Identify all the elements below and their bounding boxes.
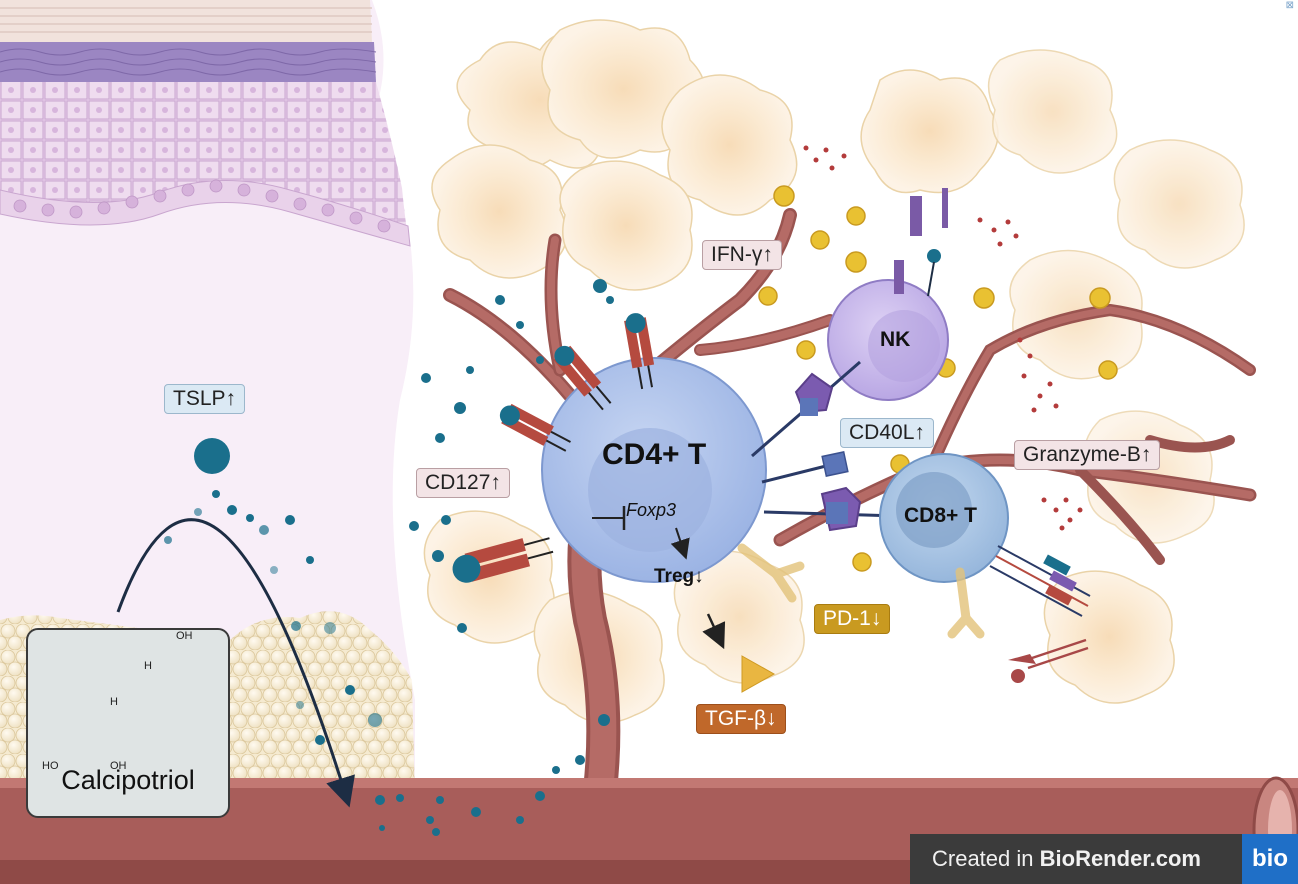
pd1-label: PD-1↓	[814, 604, 891, 634]
structure-oh-bottom: OH	[110, 760, 127, 772]
nk-cell-label: NK	[880, 328, 911, 351]
cd40l-label: CD40L↑	[840, 418, 934, 448]
structure-ho: HO	[42, 760, 59, 772]
treg-label: Treg↓	[654, 566, 704, 587]
biorender-watermark: Created in BioRender.com	[910, 834, 1242, 884]
cd8-cell-label: CD8+ T	[904, 504, 977, 527]
pd1-receptors	[737, 543, 985, 639]
cd4-t-cell	[541, 357, 767, 650]
biorender-logo: bio	[1242, 834, 1298, 884]
ifn-gamma-label: IFN-γ↑	[702, 240, 782, 270]
calcipotriol-box: OH H H HO OH Calcipotriol	[26, 628, 230, 818]
cd8-tcr	[989, 545, 1091, 617]
tslp-arc-arrow	[116, 518, 355, 808]
cd127-label: CD127↑	[416, 468, 510, 498]
pdl1-ligand	[1008, 638, 1089, 683]
granzyme-b-label: Granzyme-B↑	[1014, 440, 1161, 470]
structure-h1: H	[144, 660, 152, 672]
tgf-beta-label: TGF-β↓	[696, 704, 786, 734]
watermark-prefix: Created in	[932, 846, 1040, 871]
tgf-beta-triangle	[741, 655, 776, 693]
cd4-cell-label: CD4+ T	[602, 438, 707, 471]
structure-oh-top: OH	[176, 630, 193, 642]
expand-icon[interactable]: ⊠	[1285, 0, 1294, 11]
foxp3-label: Foxp3	[626, 500, 677, 520]
tslp-molecules	[164, 279, 614, 836]
cd127-receptors	[452, 313, 655, 583]
tslp-label: TSLP↑	[164, 384, 246, 414]
nk-cell	[827, 279, 949, 401]
cd40l-connectors	[751, 360, 901, 532]
cd8-t-cell	[879, 453, 1009, 583]
calcipotriol-label: Calcipotriol	[61, 765, 195, 795]
granzyme-dots	[803, 145, 1083, 531]
nk-receptor	[894, 188, 948, 297]
structure-h2: H	[110, 696, 118, 708]
watermark-brand: BioRender.com	[1039, 846, 1201, 871]
